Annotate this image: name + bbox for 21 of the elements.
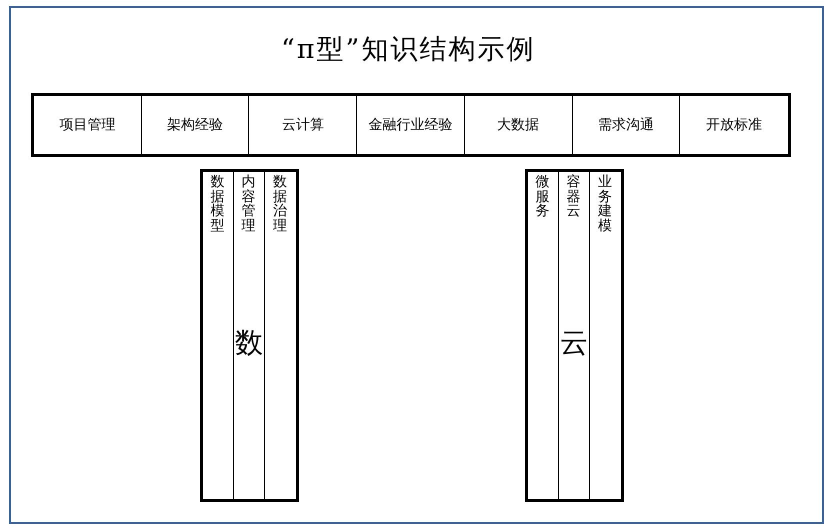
skill-cell: 金融行业经验 [357, 96, 465, 154]
pillar-column [234, 172, 265, 499]
skill-cell: 云计算 [249, 96, 358, 154]
pillar-box [525, 169, 624, 502]
pillar-column: 微服务 [528, 172, 559, 499]
pillar-column: 数据模型 [203, 172, 234, 499]
pillar-column: 数据治理 [265, 172, 296, 499]
top-bar [31, 93, 791, 157]
pillar-character: 数 [235, 326, 263, 360]
pillar-box [200, 169, 299, 502]
skill-cell: 开放标准 [680, 96, 788, 154]
skill-cell: 架构经验 [142, 96, 250, 154]
skill-cell: 大数据 [464, 96, 573, 154]
column-label: 容器云 [566, 175, 581, 218]
skill-cell: 项目管理 [34, 96, 142, 154]
pillar-column: 业务建模 [590, 172, 621, 499]
column-label: 内容管理 [241, 175, 256, 233]
pillar-column [559, 172, 590, 499]
pillar-character: 云 [560, 326, 588, 360]
title: “π型”知识结构示例 [281, 33, 536, 67]
skill-cell: 需求沟通 [572, 96, 680, 154]
